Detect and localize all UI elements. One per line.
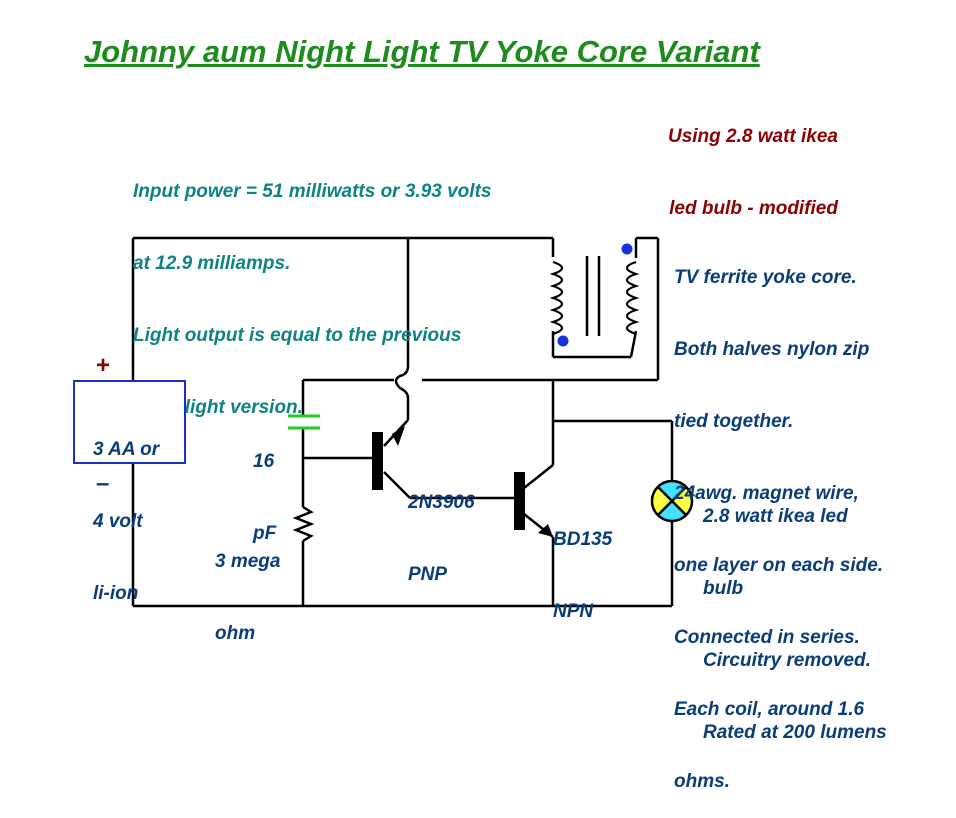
phase-dot-right xyxy=(621,243,633,255)
note-line: Light output is equal to the previous xyxy=(133,325,462,346)
note-line: 24awg. magnet wire, xyxy=(674,483,859,504)
resistor-line: ohm xyxy=(215,623,256,644)
resistor-label: 3 mega ohm xyxy=(215,502,280,670)
battery-line: 4 volt xyxy=(93,511,143,532)
npn-part: BD135 xyxy=(553,529,613,550)
npn-emitter-arrow xyxy=(538,524,553,537)
circuit-schematic xyxy=(131,236,694,608)
diagram-title: Johnny aum Night Light TV Yoke Core Vari… xyxy=(84,34,760,69)
note-line: Input power = 51 milliwatts or 3.93 volt… xyxy=(133,181,492,202)
pnp-label: 2N3906 PNP xyxy=(408,443,475,611)
npn-type: NPN xyxy=(553,601,594,622)
npn-base-bar xyxy=(514,472,525,530)
battery-line: 3 AA or xyxy=(93,439,160,460)
note-line: Both halves nylon zip xyxy=(674,339,870,360)
battery-minus-sign: – xyxy=(96,470,110,497)
pnp-part: 2N3906 xyxy=(408,492,475,513)
phase-dot-left xyxy=(557,335,569,347)
bulb-line: Rated at 200 lumens xyxy=(703,722,887,743)
bulb-line: bulb xyxy=(703,578,744,599)
led-bulb-symbol xyxy=(650,479,694,523)
battery-line: li-ion xyxy=(93,583,139,604)
note-line: night light version. xyxy=(133,397,303,418)
input-power-note: Input power = 51 milliwatts or 3.93 volt… xyxy=(133,132,491,444)
capacitor-label: 16 pF xyxy=(253,402,276,570)
note-line: ohms. xyxy=(674,771,730,792)
capacitor-unit: pF xyxy=(253,523,277,544)
subtitle-line: Using 2.8 watt ikea xyxy=(667,126,838,147)
battery-label: 3 AA or 4 volt li-ion xyxy=(93,390,159,654)
battery-box: 3 AA or 4 volt li-ion xyxy=(73,380,186,604)
bulb-line: 2.8 watt ikea led xyxy=(703,506,848,527)
pnp-emitter-arrow xyxy=(392,426,405,446)
note-line: at 12.9 milliamps. xyxy=(133,253,291,274)
note-line: TV ferrite yoke core. xyxy=(674,267,857,288)
npn-label: BD135 NPN xyxy=(553,480,612,648)
resistor-line: 3 mega xyxy=(215,551,281,572)
bulb-line: Circuitry removed. xyxy=(703,650,871,671)
capacitor-value: 16 xyxy=(253,451,275,472)
pnp-base-bar xyxy=(372,432,383,490)
subtitle: Using 2.8 watt ikea led bulb - modified xyxy=(668,77,838,245)
note-line: tied together. xyxy=(674,411,794,432)
pnp-type: PNP xyxy=(408,564,448,585)
bulb-label: 2.8 watt ikea led bulb Circuitry removed… xyxy=(703,457,887,769)
battery-plus-sign: + xyxy=(96,352,111,379)
subtitle-line: led bulb - modified xyxy=(669,198,838,219)
note-line: one layer on each side. xyxy=(674,555,884,576)
